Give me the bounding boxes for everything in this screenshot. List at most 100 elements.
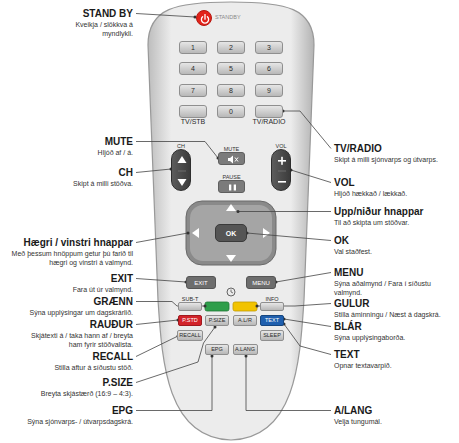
callout-text: Skipt á milli stöðva. [53, 180, 133, 189]
ok-button: OK [215, 224, 247, 242]
callout-text: Stilla aftur á síðustu stöð. [23, 364, 133, 373]
callout-text: Opnar textavarpið. [334, 362, 456, 371]
button-label: VOL [275, 144, 286, 150]
number-key: 5 [217, 62, 245, 75]
callout-heading: RAUÐUR [90, 319, 133, 330]
callout-heading: MUTE [105, 136, 133, 147]
callout-heading: EPG [112, 405, 133, 416]
button-label: RECALL [179, 333, 200, 339]
button-icon [172, 150, 190, 190]
number-key: 4 [179, 62, 207, 75]
minus-sign [278, 181, 286, 183]
leader-line [283, 111, 331, 149]
button-label: 3 [267, 44, 271, 51]
leader-line [136, 356, 212, 411]
callout-text: Sýna upplýsingaborða. [334, 334, 456, 343]
menu-key: MENU [246, 276, 276, 289]
button-label: 1 [191, 44, 195, 51]
remote-body [148, 2, 314, 440]
mute-cross [235, 158, 238, 162]
callout-text: Kveikja / slökkva á myndlykli. [61, 21, 133, 38]
leader-dot [204, 305, 207, 308]
callout-heading: GULUR [334, 298, 370, 309]
pause-bar [229, 185, 231, 191]
button-icon [272, 150, 290, 190]
button-label: 6 [267, 65, 271, 72]
number-key: 1 [179, 41, 207, 54]
callout: RAUÐURSkjátexti á / taka hann af / breyt… [23, 314, 133, 349]
button-label: 2 [229, 44, 233, 51]
button-label: MUTE [224, 147, 240, 153]
button-label: 5 [229, 65, 233, 72]
number-key: 2 [217, 41, 245, 54]
number-key: 3 [255, 41, 283, 54]
down-arrow [226, 255, 236, 262]
callout: STAND BY Kveikja / slökkva á myndlykli. [61, 3, 133, 38]
button-label: SUB-T [182, 297, 199, 303]
callout: TV/RADIOSkipt á milli sjónvarps og útvar… [334, 138, 456, 165]
leader-dot [237, 210, 240, 213]
button-icon [219, 181, 244, 192]
callout: A/LANGVelja tungumál. [334, 400, 456, 427]
leader-line [136, 327, 215, 383]
button-label: A.L/R [238, 318, 252, 324]
clock-icon [227, 288, 235, 296]
callout: Hægri / vinstri hnapparMeð þessum hnöppu… [3, 232, 133, 267]
button-label: CH [177, 144, 185, 150]
menu-key: EXIT [186, 276, 216, 289]
callout: TEXTOpnar textavarpið. [334, 344, 456, 371]
callout-text: Hljóð af / á. [73, 149, 133, 158]
leader-line [276, 273, 331, 283]
number-key: TV/STB [179, 105, 207, 118]
number-key: 7 [179, 84, 207, 97]
power-symbol [204, 15, 205, 20]
rocker-ridge [178, 171, 186, 172]
button-label: 8 [229, 87, 233, 94]
leader-dot [256, 305, 259, 308]
leader-line [246, 356, 331, 411]
callout: EXITFara út úr valmynd. [53, 268, 133, 295]
callout-text: Sýna sjónvarps- / útvarpsdagskrá. [18, 418, 133, 427]
green-button [205, 302, 229, 311]
button-label: SLEEP [263, 333, 281, 339]
callout: Upp/niður hnapparTil að skipta um stöðva… [334, 201, 456, 228]
callout: VOLHljóð hækkað / lækkað. [334, 172, 456, 199]
callout: GRÆNNSýna upplýsingar um dagskrárlið. [2, 291, 133, 318]
callout-text: Val staðfest. [334, 248, 456, 257]
callout: OKVal staðfest. [334, 230, 456, 257]
callout: EPG Sýna sjónvarps- / útvarpsdagskrá. [18, 400, 133, 427]
number-key: TV/RADIO [255, 105, 283, 118]
right-arrow [263, 228, 270, 238]
button-label: 4 [191, 65, 195, 72]
button-label: P.SIZE [209, 318, 226, 324]
small-button: P.SIZE [205, 315, 229, 326]
small-button: SLEEP [260, 330, 284, 341]
callout-heading: STAND BY [83, 8, 133, 19]
callout-heading: TV/RADIO [334, 143, 382, 154]
button-label: TV/STB [181, 118, 206, 125]
leader-line [136, 320, 178, 325]
callout-text: Velja tungumál. [334, 418, 456, 427]
callout-heading: Hægri / vinstri hnappar [24, 237, 133, 248]
callout-text: Til að skipta um stöðvar. [334, 219, 456, 228]
callout: GULURStilla áminningu / Næst á dagskrá. [334, 293, 456, 320]
callout-heading: GRÆNN [94, 296, 133, 307]
direction-pad-inner [190, 205, 272, 261]
callout-heading: RECALL [92, 351, 133, 362]
button-label: PAUSE [222, 175, 240, 181]
callout: RECALL Stilla aftur á síðustu stöð. [23, 346, 133, 373]
yellow-button [233, 302, 257, 311]
pause-button: PAUSE [218, 180, 245, 193]
left-arrow [192, 228, 199, 238]
leader-line [136, 14, 195, 18]
button-icon [197, 11, 211, 25]
small-button: A.LANG [233, 344, 258, 355]
callout-text: Með þessum hnöppum getur þú farið til hæ… [3, 250, 133, 267]
callout: P.SIZEBreyta skjástærð (16:9 – 4:3). [18, 372, 133, 399]
direction-pad [186, 201, 276, 265]
button-label: 0 [229, 108, 233, 115]
leader-dot [187, 232, 190, 235]
number-key: 8 [217, 84, 245, 97]
mute-cross [235, 158, 238, 162]
